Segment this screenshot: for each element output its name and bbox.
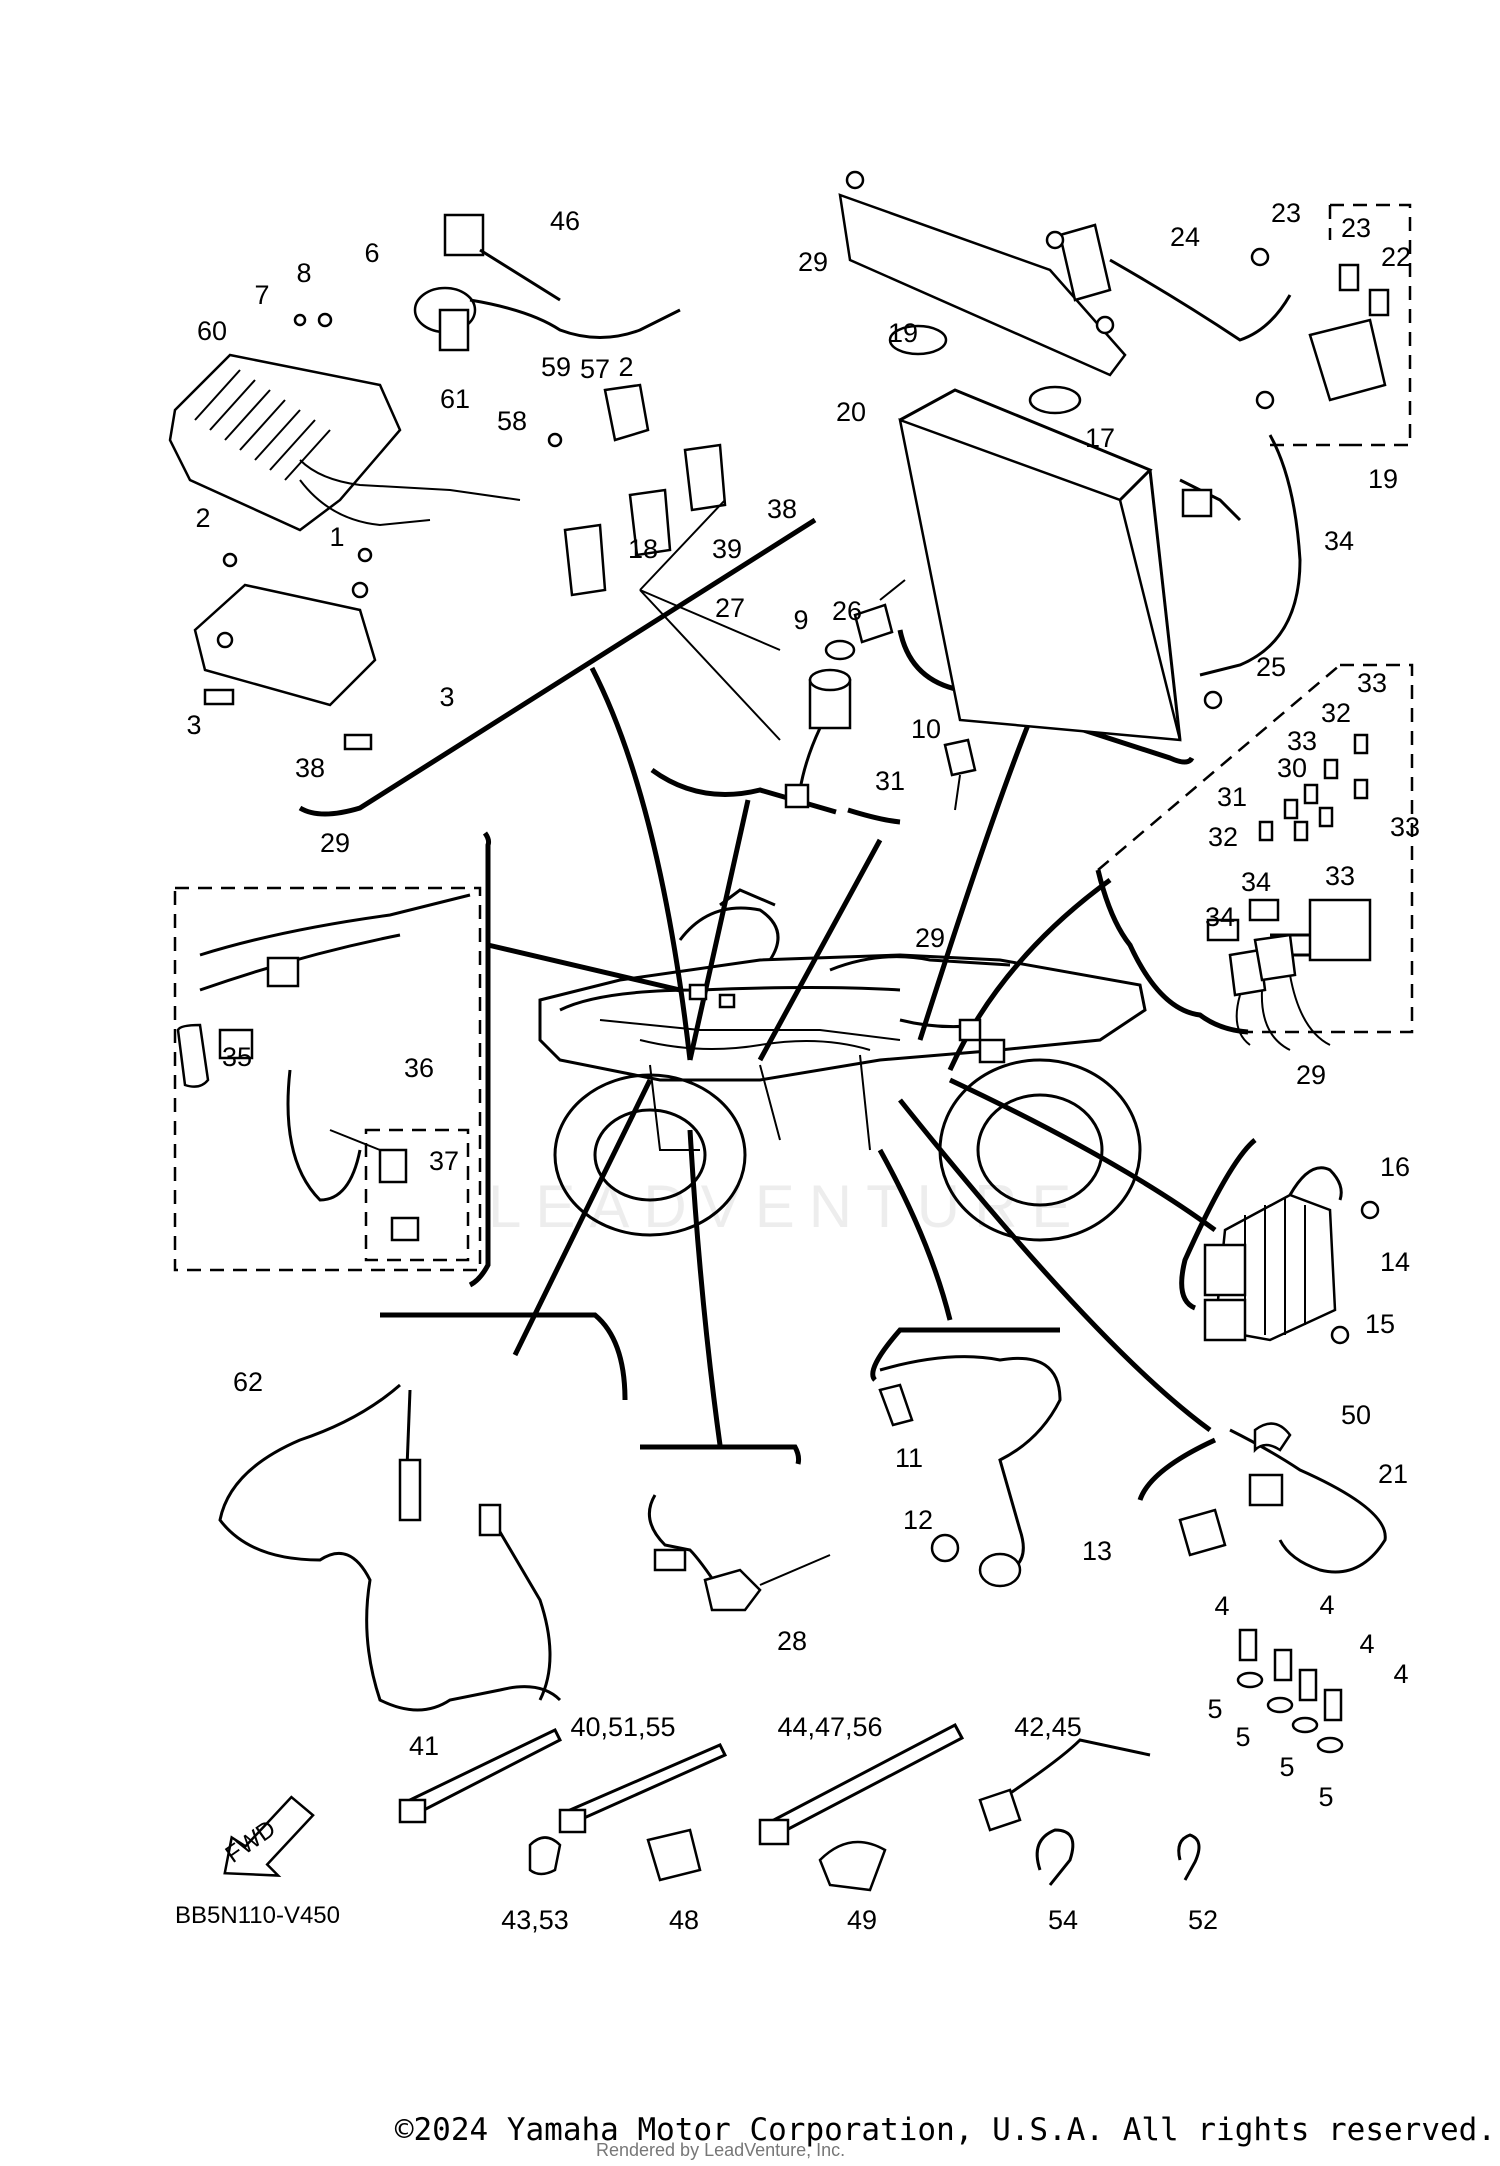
callout-number: 22 xyxy=(1381,242,1411,272)
callout-number: 23 xyxy=(1341,213,1371,243)
ecu-group xyxy=(168,213,727,751)
callout-number: 34 xyxy=(1241,867,1271,897)
callout-number: 29 xyxy=(915,923,945,953)
callout-number: 44,47,56 xyxy=(777,1712,882,1742)
callout-number: 3 xyxy=(186,710,201,740)
cable-ties-row xyxy=(398,1722,1201,1892)
callout-number: 5 xyxy=(1207,1694,1222,1724)
callout-number: 37 xyxy=(429,1146,459,1176)
callout-number: 3 xyxy=(439,682,454,712)
callout-number: 40,51,55 xyxy=(570,1712,675,1742)
group-outlines xyxy=(173,203,1414,1501)
callout-number: 2 xyxy=(195,503,210,533)
diagram-code: BB5N110-V450 xyxy=(175,1902,340,1929)
callout-number: 5 xyxy=(1318,1782,1333,1812)
callout-number: 27 xyxy=(715,593,745,623)
callout-number: 17 xyxy=(1085,423,1115,453)
callout-number: 1 xyxy=(329,522,344,552)
callout-number: 4 xyxy=(1359,1629,1374,1659)
callout-number: 38 xyxy=(767,494,797,524)
callout-number: 57 xyxy=(580,354,610,384)
callout-number: 62 xyxy=(233,1367,263,1397)
callout-number: 12 xyxy=(903,1505,933,1535)
callout-number: 33 xyxy=(1325,861,1355,891)
callout-number: 14 xyxy=(1380,1247,1410,1277)
lower-parts xyxy=(218,1355,1387,1754)
callout-number: 15 xyxy=(1365,1309,1395,1339)
battery-group xyxy=(838,170,1390,742)
callout-number: 16 xyxy=(1380,1152,1410,1182)
callout-number: 54 xyxy=(1048,1905,1078,1935)
callout-number: 34 xyxy=(1324,526,1354,556)
main-switch-group xyxy=(639,499,977,811)
callout-number: 49 xyxy=(847,1905,877,1935)
callout-number: 39 xyxy=(712,534,742,564)
callout-number: 41 xyxy=(409,1731,439,1761)
callout-number: 58 xyxy=(497,406,527,436)
callout-number: 9 xyxy=(793,605,808,635)
callout-number: 60 xyxy=(197,316,227,346)
callout-number: 52 xyxy=(1188,1905,1218,1935)
rectifier-group xyxy=(1203,1166,1380,1345)
callout-number: 20 xyxy=(836,397,866,427)
callout-number: 33 xyxy=(1287,726,1317,756)
callout-number: 29 xyxy=(1296,1060,1326,1090)
callout-number: 10 xyxy=(911,714,941,744)
harness-clip-group xyxy=(176,893,471,1242)
callout-number: 25 xyxy=(1256,652,1286,682)
callout-number: 19 xyxy=(1368,464,1398,494)
callout-number: 23 xyxy=(1271,198,1301,228)
callout-number: 29 xyxy=(320,828,350,858)
rendered-by-credit: Rendered by LeadVenture, Inc. xyxy=(596,2140,846,2160)
callout-number: 43,53 xyxy=(501,1905,569,1935)
callout-number: 24 xyxy=(1170,222,1200,252)
copyright-notice: ©2024 Yamaha Motor Corporation, U.S.A. A… xyxy=(394,2112,1496,2148)
callout-number: 61 xyxy=(440,384,470,414)
callout-number: 30 xyxy=(1277,753,1307,783)
callout-number: 33 xyxy=(1390,812,1420,842)
callout-number: 36 xyxy=(404,1053,434,1083)
callout-number: 21 xyxy=(1378,1459,1408,1489)
callout-number: 4 xyxy=(1319,1590,1334,1620)
callout-number: 18 xyxy=(628,534,658,564)
callout-number: 32 xyxy=(1208,822,1238,852)
callout-number: 5 xyxy=(1235,1722,1250,1752)
atv-vehicle xyxy=(538,888,1147,1242)
callout-number: 42,45 xyxy=(1014,1712,1082,1742)
group-leaders xyxy=(487,666,1217,1446)
callout-number: 4 xyxy=(1214,1591,1229,1621)
callout-number: 48 xyxy=(669,1905,699,1935)
callout-number: 8 xyxy=(296,258,311,288)
callout-number: 29 xyxy=(798,247,828,277)
fwd-arrow-icon: FWD xyxy=(221,1795,315,1877)
callout-number: 38 xyxy=(295,753,325,783)
callout-number: 26 xyxy=(832,596,862,626)
callout-number: 28 xyxy=(777,1626,807,1656)
callout-number: 4 xyxy=(1393,1659,1408,1689)
callout-number: 34 xyxy=(1205,902,1235,932)
callout-number: 35 xyxy=(222,1042,252,1072)
callout-number: 46 xyxy=(550,206,580,236)
callout-number: 13 xyxy=(1082,1536,1112,1566)
callout-number: 31 xyxy=(875,766,905,796)
callout-number: 19 xyxy=(888,318,918,348)
callout-number: 6 xyxy=(364,238,379,268)
fuse-box-group xyxy=(1206,733,1372,1051)
callout-number: 33 xyxy=(1357,668,1387,698)
callout-number: 32 xyxy=(1321,698,1351,728)
callout-number: 7 xyxy=(254,280,269,310)
callout-number: 50 xyxy=(1341,1400,1371,1430)
callout-number: 59 xyxy=(541,352,571,382)
callout-number: 11 xyxy=(895,1443,923,1473)
callout-number: 31 xyxy=(1217,782,1247,812)
callout-number: 2 xyxy=(618,352,633,382)
callout-number: 5 xyxy=(1279,1752,1294,1782)
